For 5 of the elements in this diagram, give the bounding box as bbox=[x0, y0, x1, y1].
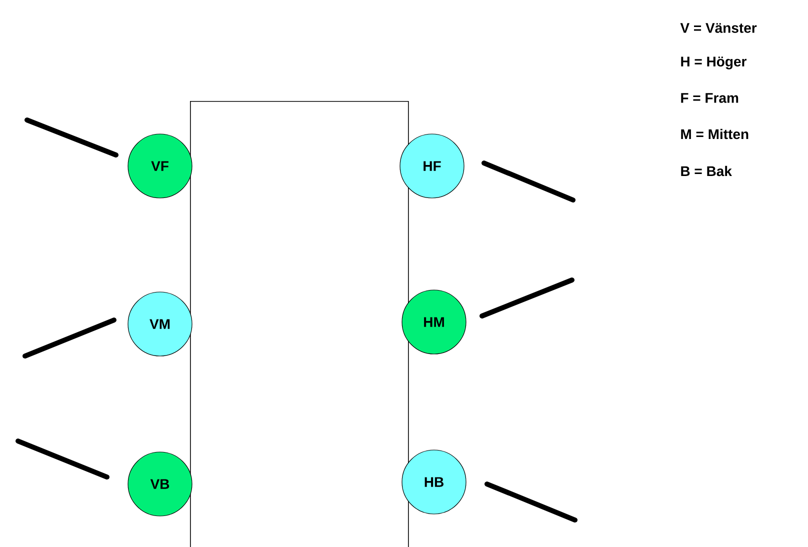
legend-text: F = Fram bbox=[681, 93, 738, 103]
legend-text: M = Mitten bbox=[681, 128, 748, 140]
legend-text: V = Vänster bbox=[680, 23, 757, 33]
legend-text: B = Bak bbox=[681, 166, 732, 176]
legend-text: H = Höger bbox=[681, 56, 746, 70]
